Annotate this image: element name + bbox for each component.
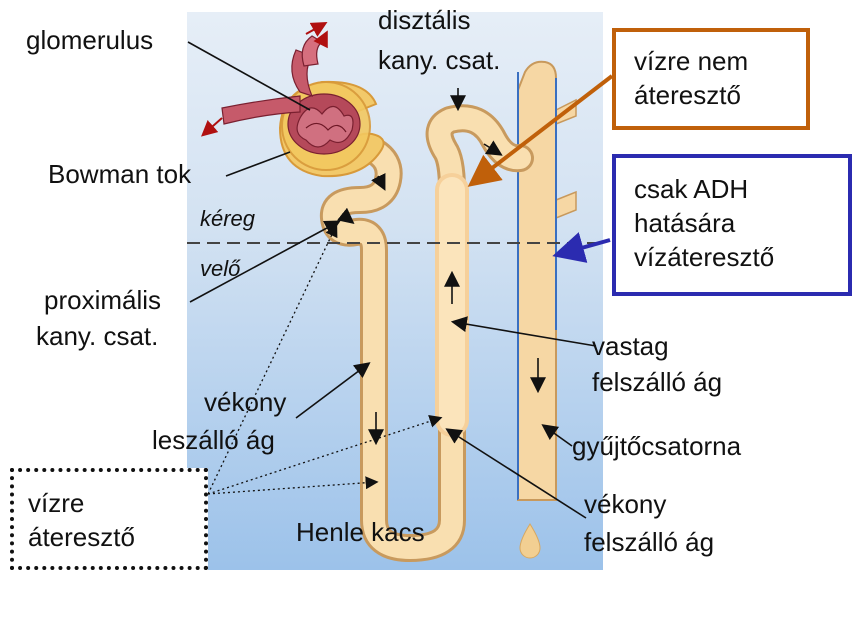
label-proximal-tubule-2: kany. csat. bbox=[36, 320, 158, 353]
box-not-permeable-line-2: áteresztő bbox=[634, 80, 741, 110]
permeable-dotted-pointers bbox=[207, 223, 443, 495]
box-adh-line-1: csak ADH bbox=[634, 174, 749, 204]
box-permeable-line-1: vízre bbox=[28, 488, 85, 518]
box-not-permeable: vízre nem áteresztő bbox=[612, 28, 810, 130]
label-cortex: kéreg bbox=[200, 206, 256, 231]
box-adh: csak ADH hatására vízáteresztő bbox=[612, 154, 852, 296]
box-adh-line-3: vízáteresztő bbox=[634, 242, 775, 272]
nephron-tubule bbox=[319, 104, 534, 562]
collecting-duct bbox=[517, 60, 577, 501]
not-permeable-arrow bbox=[467, 74, 614, 187]
label-proximal-line-2: kany. csat. bbox=[36, 321, 159, 351]
label-thin-descending: vékony bbox=[204, 387, 287, 417]
label-distal-tubule-2: kany. csat. bbox=[378, 45, 501, 75]
label-thin-descending-2: leszálló ág bbox=[152, 425, 275, 455]
label-henle-loop: Henle kacs bbox=[296, 517, 425, 547]
afferent-arrow bbox=[305, 22, 328, 37]
box-not-permeable-line-1: vízre nem bbox=[634, 46, 749, 76]
label-collecting-duct: gyűjtőcsatorna bbox=[572, 431, 742, 461]
label-proximal-tubule: proximális bbox=[44, 284, 161, 317]
box-permeable-line-2: áteresztő bbox=[28, 522, 135, 552]
glomerulus-capillaries bbox=[221, 35, 361, 155]
label-proximal-line-1: proximális bbox=[44, 285, 162, 315]
urine-drop bbox=[519, 523, 541, 559]
efferent-arrow bbox=[201, 117, 223, 137]
label-thick-ascending: vastag bbox=[592, 331, 669, 361]
label-thin-ascending-2: felszálló ág bbox=[584, 527, 715, 557]
label-thick-ascending-2: felszálló ág bbox=[592, 367, 723, 397]
label-distal-tubule: disztális bbox=[378, 5, 471, 35]
label-glomerulus: glomerulus bbox=[26, 25, 154, 55]
flow-arrows bbox=[337, 140, 546, 446]
adh-arrow bbox=[552, 232, 611, 263]
box-adh-line-2: hatására bbox=[634, 208, 736, 238]
label-bowman-capsule: Bowman tok bbox=[48, 159, 192, 189]
label-thin-ascending: vékony bbox=[584, 489, 667, 519]
label-medulla: velő bbox=[200, 256, 241, 281]
box-permeable: vízre áteresztő bbox=[10, 468, 208, 570]
pointer-lines bbox=[187, 41, 597, 519]
